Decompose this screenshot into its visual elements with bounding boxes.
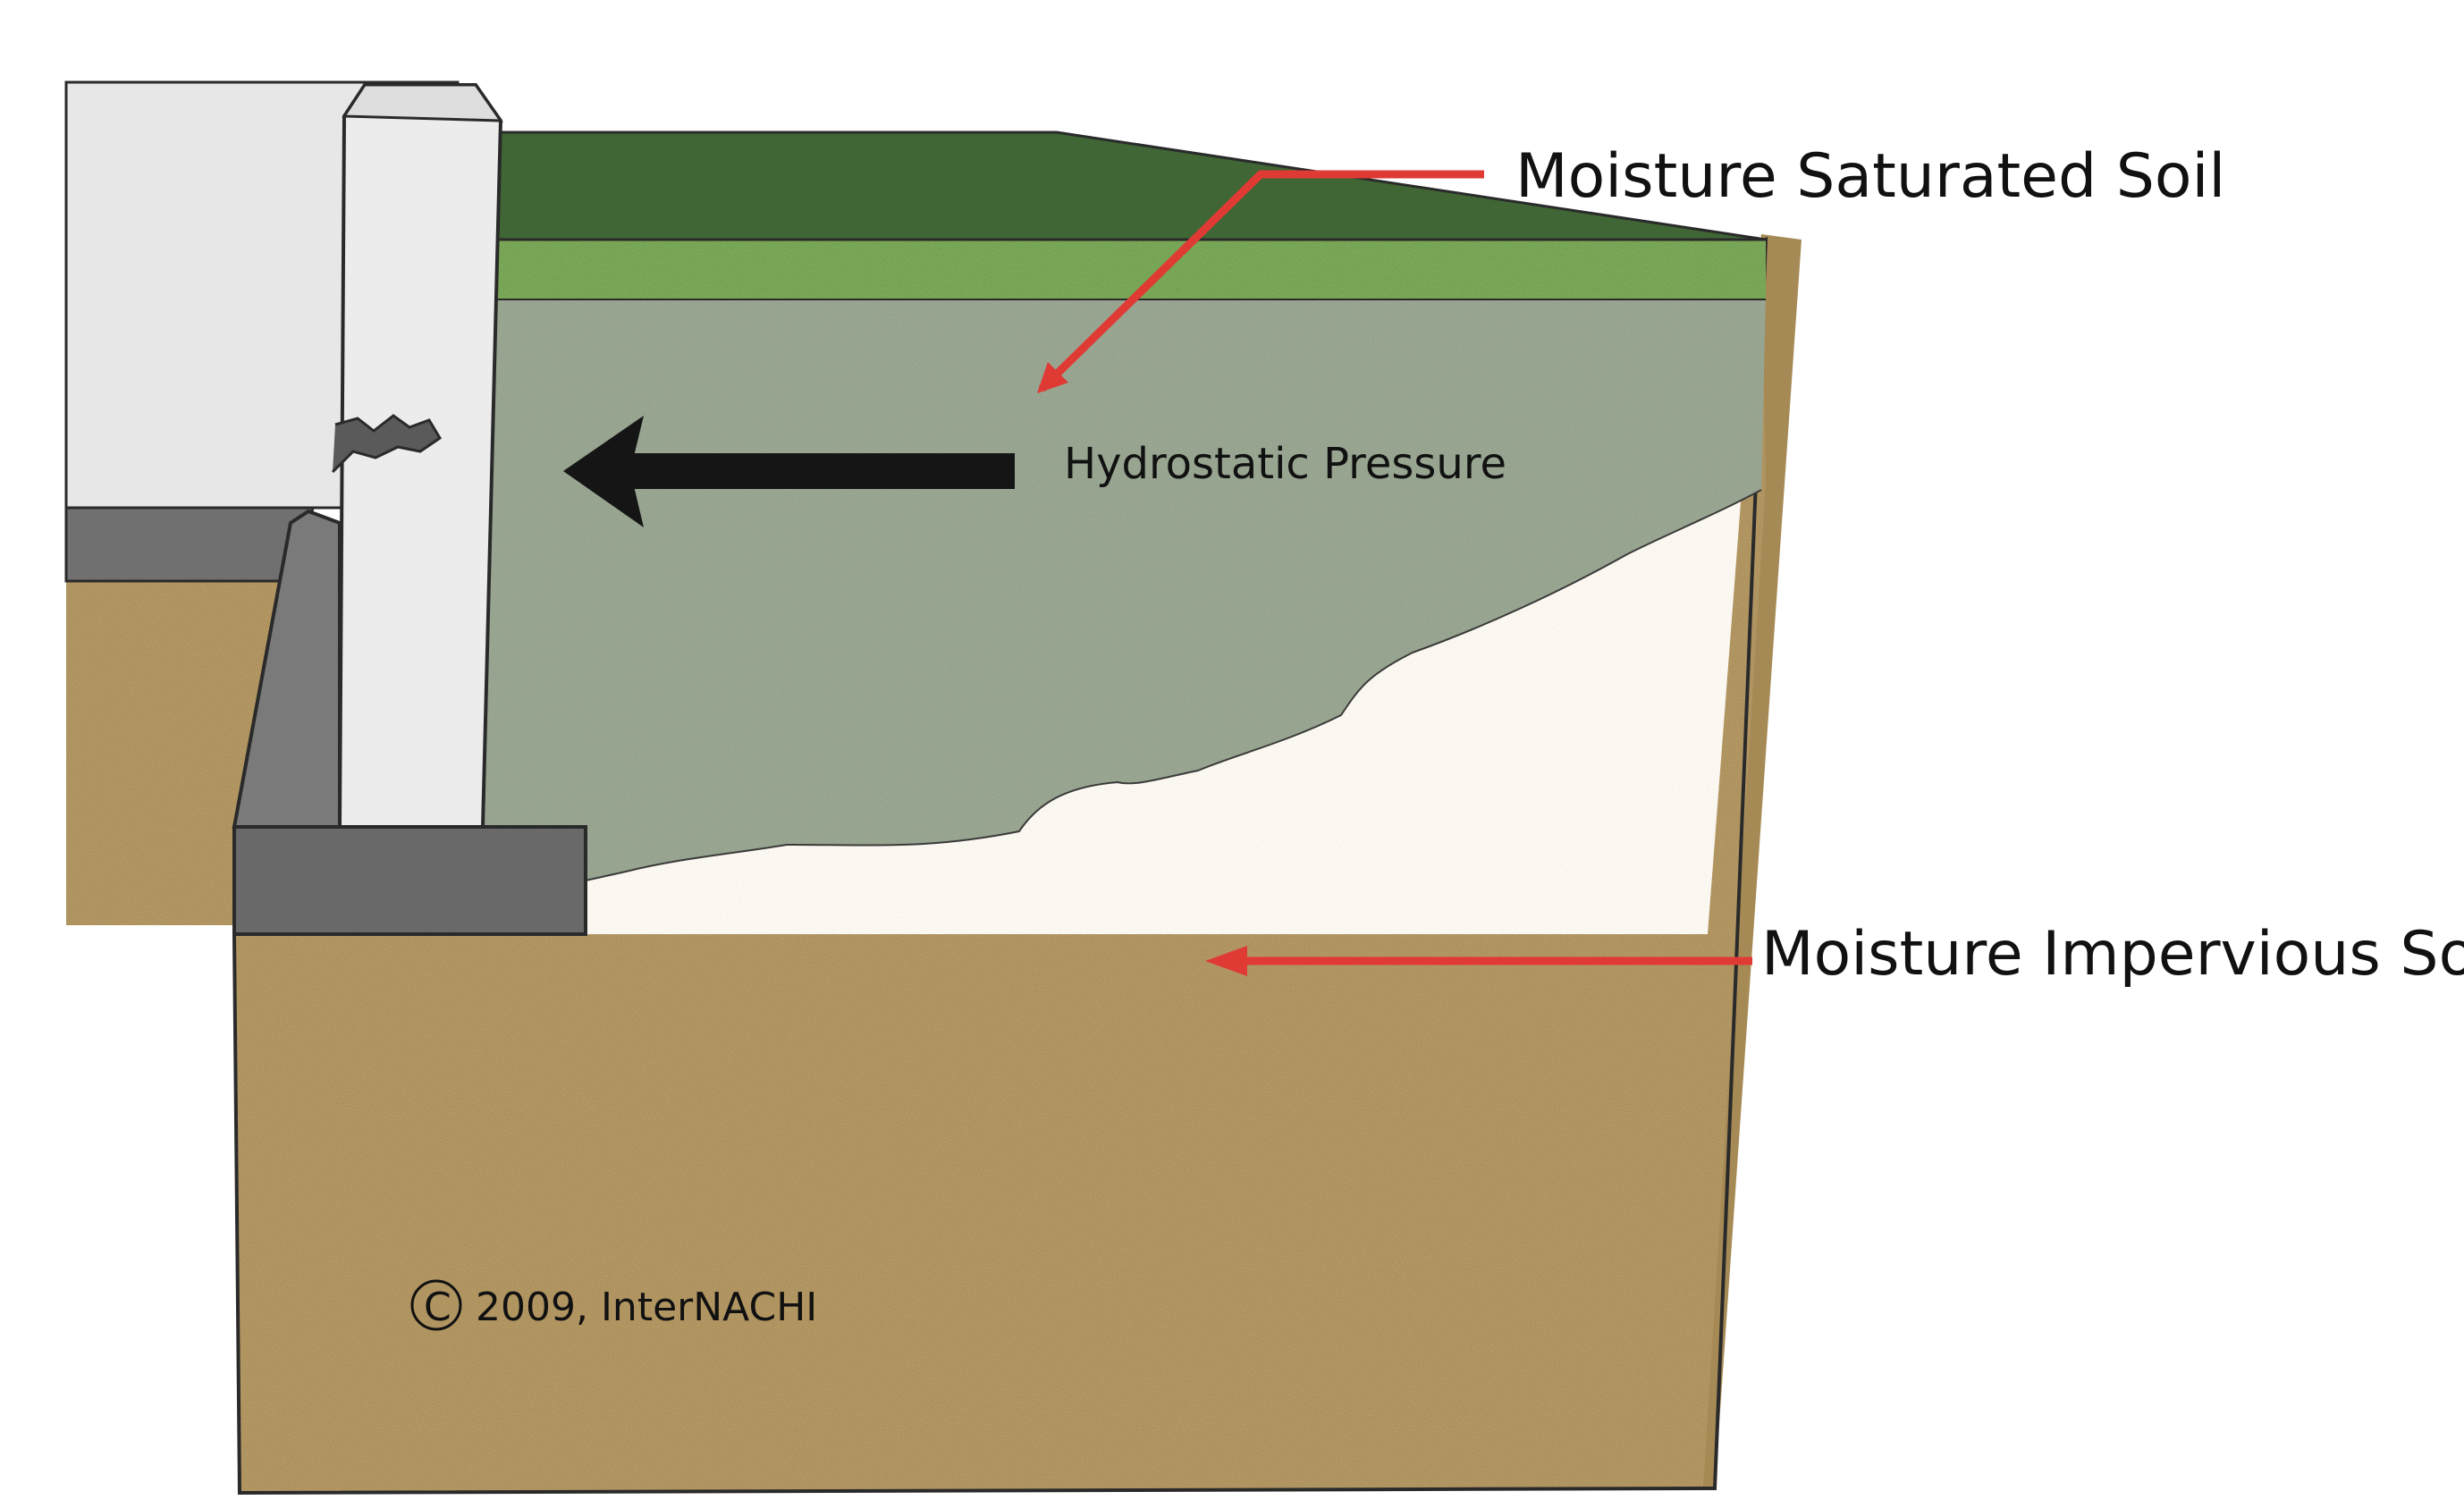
copyright-symbol-letter: C <box>424 1285 451 1330</box>
foundation-wall <box>333 85 501 827</box>
copyright-text: 2009, InterNACHI <box>476 1285 817 1330</box>
label-hydrostatic-pressure: Hydrostatic Pressure <box>1064 439 1506 489</box>
label-moisture-saturated-soil: Moisture Saturated Soil <box>1515 141 2225 212</box>
turf-layer <box>483 240 1766 299</box>
floor-slab <box>66 508 313 581</box>
label-moisture-impervious-soil: Moisture Impervious Soil <box>1761 919 2464 990</box>
